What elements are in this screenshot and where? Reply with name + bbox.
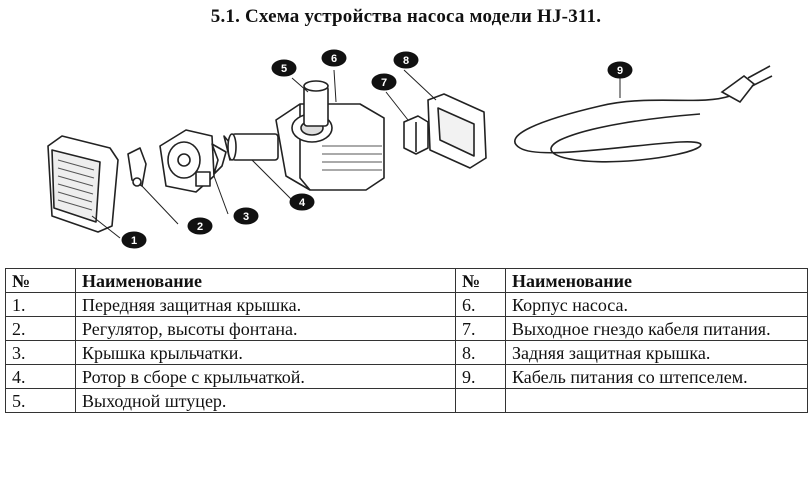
table-row: 4. Ротор в сборе с крыльчаткой. 9. Кабел… [5, 364, 808, 389]
row-name: Крышка крыльчатки. [75, 340, 456, 365]
pump-body-part [275, 80, 385, 191]
callout-8-badge [393, 51, 419, 69]
callout-6-badge [321, 49, 347, 67]
callout-9-badge [607, 61, 633, 79]
callout-8: 8 [403, 55, 409, 67]
header-number-right: № [455, 268, 506, 293]
callout-6: 6 [331, 53, 337, 65]
callout-2-badge [187, 217, 213, 235]
row-name: Выходной штуцер. [75, 388, 456, 413]
row-number: 8. [455, 340, 506, 365]
callout-9: 9 [617, 65, 623, 77]
row-number: 4. [5, 364, 76, 389]
row-name: Выходное гнездо кабеля питания. [505, 316, 808, 341]
header-number-left: № [5, 268, 76, 293]
row-name: Передняя защитная крышка. [75, 292, 456, 317]
table-row: 1. Передняя защитная крышка. 6. Корпус н… [5, 292, 808, 317]
row-name: Корпус насоса. [505, 292, 808, 317]
row-name: Регулятор, высоты фонтана. [75, 316, 456, 341]
outlet-fitting-part [303, 80, 329, 127]
parts-table: № Наименование № Наименование 1. Передня… [5, 268, 808, 413]
power-cable-part [514, 65, 773, 163]
row-number: 3. [5, 340, 76, 365]
table-row: 3. Крышка крыльчатки. 8. Задняя защитная… [5, 340, 808, 365]
callout-7-badge [371, 73, 397, 91]
front-cover-part [47, 135, 119, 233]
callout-1-badge [121, 231, 147, 249]
row-number [455, 388, 506, 413]
callout-1: 1 [131, 235, 137, 247]
callout-4: 4 [299, 197, 306, 209]
row-number: 7. [455, 316, 506, 341]
rotor-part [211, 133, 279, 175]
callout-7: 7 [381, 77, 387, 89]
callout-2: 2 [197, 221, 203, 233]
callout-3: 3 [243, 211, 249, 223]
cable-socket-part [403, 115, 429, 155]
header-name-left: Наименование [75, 268, 456, 293]
callout-4-badge [289, 193, 315, 211]
rear-cover-part [427, 93, 487, 169]
table-header-row: № Наименование № Наименование [5, 268, 808, 293]
row-number: 9. [455, 364, 506, 389]
row-name: Ротор в сборе с крыльчаткой. [75, 364, 456, 389]
row-number: 1. [5, 292, 76, 317]
callout-5: 5 [281, 63, 287, 75]
row-name [505, 388, 808, 413]
header-name-right: Наименование [505, 268, 808, 293]
row-number: 2. [5, 316, 76, 341]
page-title: 5.1. Схема устройства насоса модели HJ-3… [210, 6, 602, 27]
row-number: 5. [5, 388, 76, 413]
callout-3-badge [233, 207, 259, 225]
table-row: 5. Выходной штуцер. [5, 388, 808, 413]
impeller-cover-part [159, 129, 215, 193]
regulator-part [127, 147, 147, 187]
callout-5-badge [271, 59, 297, 77]
row-number: 6. [455, 292, 506, 317]
table-row: 2. Регулятор, высоты фонтана. 7. Выходно… [5, 316, 808, 341]
row-name: Задняя защитная крышка. [505, 340, 808, 365]
row-name: Кабель питания со штепселем. [505, 364, 808, 389]
pump-exploded-diagram: 1 2 3 4 5 6 7 8 9 [47, 49, 773, 249]
